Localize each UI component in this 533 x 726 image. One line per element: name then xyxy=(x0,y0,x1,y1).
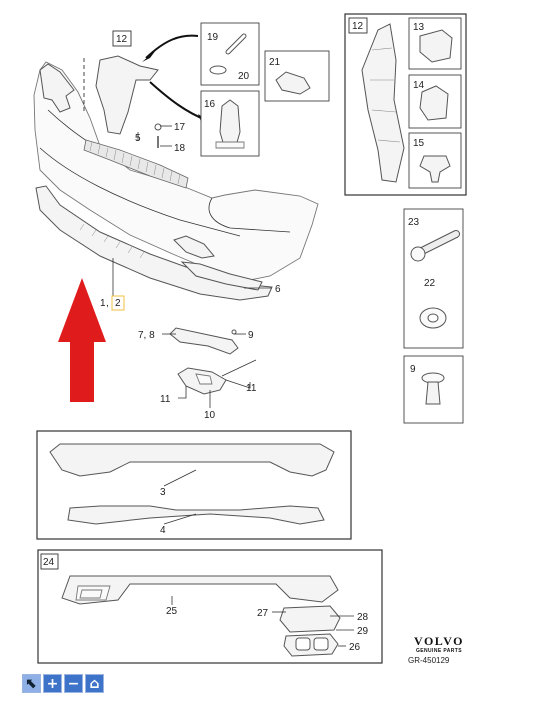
callout-24: 24 xyxy=(43,557,55,568)
callout-19: 19 xyxy=(207,32,219,43)
callout-14: 14 xyxy=(413,80,425,91)
callout-23: 23 xyxy=(408,217,420,228)
callout-5: 5 xyxy=(135,133,141,144)
brand-logo: VOLVO xyxy=(414,634,464,648)
callout-2: 2 xyxy=(115,298,121,309)
callout-15: 15 xyxy=(413,138,425,149)
panel-12 xyxy=(344,13,467,196)
home-button[interactable]: ⌂ xyxy=(85,674,104,693)
tailpipe-frame xyxy=(279,605,341,633)
brand-subtitle: GENUINE PARTS xyxy=(416,648,462,654)
diffuser-3 xyxy=(49,443,335,477)
zoom-out-icon: − xyxy=(67,675,80,692)
callout-labels: 12 12 19 20 16 21 13 14 15 23 22 9 5 17 … xyxy=(40,17,436,653)
zoom-in-icon: + xyxy=(46,675,59,692)
callout-3: 3 xyxy=(160,487,166,498)
panel-diffusers xyxy=(36,430,352,540)
callout-9: 9 xyxy=(248,330,254,341)
diagram-reference: GR-450129 xyxy=(408,656,450,665)
callout-18: 18 xyxy=(174,143,186,154)
pointer-icon: ⬉ xyxy=(25,675,38,692)
callout-11a: 11 xyxy=(160,394,171,405)
svg-text:,: , xyxy=(106,298,109,309)
callout-25: 25 xyxy=(166,606,178,617)
callout-12: 12 xyxy=(116,34,128,45)
callout-28: 28 xyxy=(357,612,369,623)
pointer-button[interactable]: ⬉ xyxy=(22,674,41,693)
lower-brackets xyxy=(169,327,239,395)
bumper-assembly xyxy=(33,55,319,301)
tailpipe-26 xyxy=(283,633,339,657)
callout-12b: 12 xyxy=(352,21,364,32)
reflector xyxy=(173,235,215,259)
brand-block: VOLVO GENUINE PARTS xyxy=(409,634,469,654)
center-bracket xyxy=(95,55,159,135)
callout-29: 29 xyxy=(357,626,369,637)
zoom-out-button[interactable]: − xyxy=(64,674,83,693)
callout-26: 26 xyxy=(349,642,361,653)
home-icon: ⌂ xyxy=(89,675,100,692)
callout-20: 20 xyxy=(238,71,250,82)
callout-16: 16 xyxy=(204,99,216,110)
moulding-6 xyxy=(180,261,263,291)
callout-13: 13 xyxy=(413,22,425,33)
upper-sill-strip xyxy=(83,139,189,189)
side-bracket xyxy=(361,23,405,183)
callout-10: 10 xyxy=(204,410,216,421)
panel-24 xyxy=(37,549,383,664)
bumper-cover-body xyxy=(33,61,319,281)
left-bracket xyxy=(39,63,75,113)
callout-9b: 9 xyxy=(410,364,416,375)
callout-27: 27 xyxy=(257,608,269,619)
zoom-toolbar: ⬉ + − ⌂ xyxy=(22,674,104,693)
red-up-arrow xyxy=(58,278,106,402)
diffuser-4 xyxy=(67,505,325,525)
inset-19-20 xyxy=(200,22,260,86)
callout-17: 17 xyxy=(174,122,186,133)
callout-22: 22 xyxy=(424,278,436,289)
callout-1: 1 xyxy=(100,298,106,309)
diffuser-25 xyxy=(61,575,339,605)
zoom-in-button[interactable]: + xyxy=(43,674,62,693)
leader-lines xyxy=(112,125,272,408)
callout-6: 6 xyxy=(275,284,281,295)
bracket-7-8 xyxy=(169,327,239,355)
callout-7-8: 7, 8 xyxy=(138,330,155,341)
callout-4: 4 xyxy=(160,525,166,536)
callout-21: 21 xyxy=(269,57,281,68)
callout-11b: 11 xyxy=(246,383,257,394)
